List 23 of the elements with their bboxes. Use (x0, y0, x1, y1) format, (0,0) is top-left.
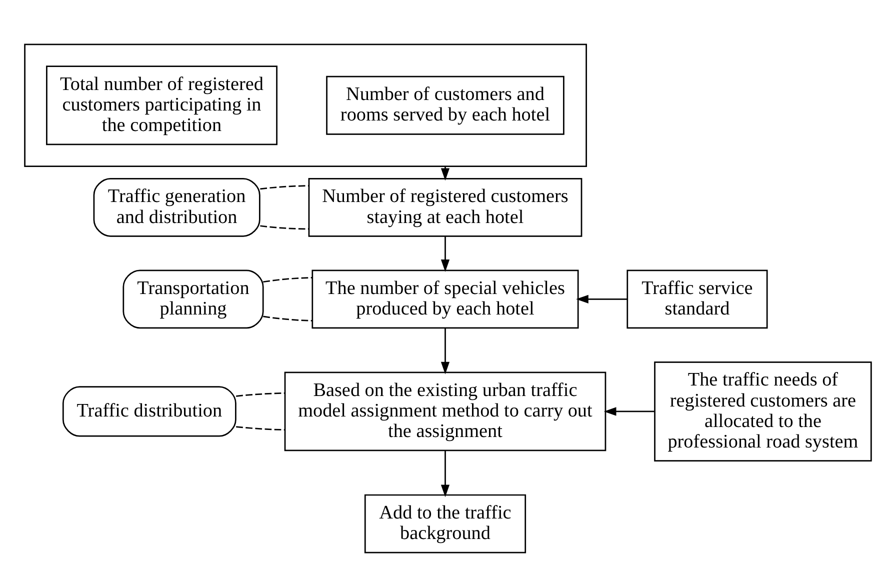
cluster (24, 44, 587, 167)
node-box: Based on the existing urban traffic model assignment method to carry out the assignment (284, 372, 606, 452)
connector (263, 276, 312, 283)
node-box: Traffic service standard (626, 270, 768, 329)
node-box: Traffic distribution (62, 386, 236, 437)
node-box: Number of customers and rooms served by each hotel (326, 76, 564, 135)
arrow (576, 294, 627, 304)
node-box: Number of registered customers staying at each hotel (308, 178, 582, 237)
node-box: Traffic generation and distribution (93, 178, 260, 237)
connector (263, 316, 312, 322)
arrow (440, 450, 450, 498)
connector (260, 185, 309, 190)
connector (236, 426, 285, 430)
node-box: Add to the traffic background (364, 494, 526, 554)
arrow (440, 236, 450, 272)
node-box: Transportation planning (122, 270, 264, 329)
node-box: The number of special vehicles produced by each hotel (312, 270, 579, 329)
node-box: The traffic needs of registered customers are allocated to the professional road system (654, 361, 872, 462)
node-box: Total number of registered customers participating in the competition (46, 66, 278, 146)
connector (236, 392, 285, 397)
connector (260, 225, 309, 230)
arrow (604, 407, 654, 416)
arrow (440, 328, 450, 374)
